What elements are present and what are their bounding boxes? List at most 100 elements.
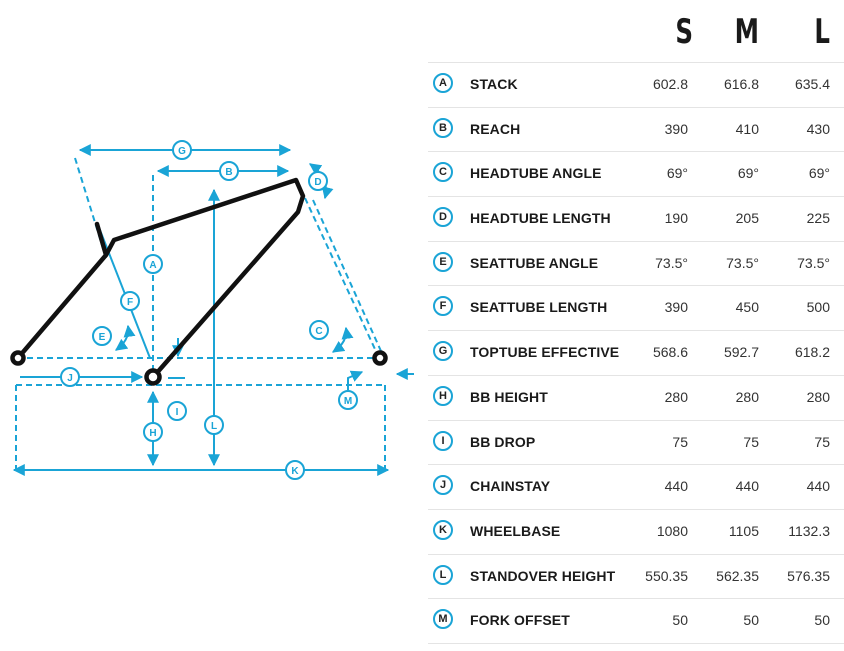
diagram-badge-i: I — [167, 401, 187, 421]
row-value-l: 50 — [814, 612, 830, 629]
row-letter-badge: I — [433, 430, 453, 451]
frame-geometry-diagram: G B D A F E C J M I H L K — [10, 140, 414, 480]
row-value-s: 75 — [672, 433, 688, 450]
svg-text:K: K — [291, 466, 299, 477]
row-value-m: 562.35 — [716, 567, 759, 584]
row-value-l: 225 — [806, 210, 830, 227]
row-value-l: 500 — [806, 299, 830, 316]
row-value-s: 568.6 — [652, 344, 688, 361]
row-value-s: 73.5° — [655, 254, 688, 271]
row-value-s: 440 — [664, 478, 688, 495]
diagram-badge-k: K — [285, 460, 305, 480]
svg-text:G: G — [178, 146, 186, 157]
row-value-l: 73.5° — [797, 254, 830, 271]
row-letter-badge: K — [433, 519, 453, 540]
diagram-badge-h: H — [143, 422, 163, 442]
row-value-l: 635.4 — [794, 76, 830, 92]
diagram-badge-c: C — [309, 320, 329, 340]
row-value-s: 69° — [666, 165, 688, 182]
table-row: F SEATTUBE LENGTH 390 450 500 — [428, 285, 844, 330]
svg-text:F: F — [127, 297, 133, 308]
row-value-m: 50 — [743, 612, 759, 629]
row-label: STANDOVER HEIGHT — [470, 567, 616, 584]
diagram-badge-b: B — [219, 161, 239, 181]
row-value-s: 602.8 — [652, 76, 688, 92]
row-value-m: 73.5° — [726, 254, 759, 271]
dashed-reference-lines — [15, 157, 386, 472]
row-label: REACH — [470, 120, 521, 137]
size-column-s: S — [675, 12, 693, 52]
row-letter-badge: J — [433, 475, 453, 496]
svg-text:B: B — [225, 167, 232, 178]
svg-text:M: M — [344, 396, 352, 407]
svg-text:E: E — [99, 332, 106, 343]
row-label: SEATTUBE ANGLE — [470, 254, 599, 271]
size-column-l: L — [814, 12, 830, 52]
row-letter-badge: C — [433, 162, 453, 183]
svg-text:H: H — [149, 428, 156, 439]
row-value-m: 205 — [735, 210, 759, 227]
row-letter-badge: D — [433, 207, 453, 228]
row-label: SEATTUBE LENGTH — [470, 299, 608, 316]
row-label: HEADTUBE ANGLE — [470, 165, 602, 182]
row-letter-badge: A — [433, 73, 453, 93]
table-row: D HEADTUBE LENGTH 190 205 225 — [428, 196, 844, 241]
row-value-s: 190 — [664, 210, 688, 227]
bike-frame — [10, 177, 388, 386]
table-row: C HEADTUBE ANGLE 69° 69° 69° — [428, 151, 844, 196]
row-label: BB HEIGHT — [470, 388, 548, 405]
svg-text:J: J — [67, 373, 73, 384]
svg-text:L: L — [211, 421, 217, 432]
row-value-l: 1132.3 — [788, 522, 830, 539]
row-label: WHEELBASE — [470, 522, 561, 539]
diagram-badge-f: F — [120, 291, 140, 311]
row-value-m: 450 — [735, 299, 759, 316]
svg-text:C: C — [315, 326, 322, 337]
row-letter-badge: M — [433, 609, 453, 630]
row-letter-badge: H — [433, 385, 453, 406]
row-label: BB DROP — [470, 433, 536, 450]
diagram-badge-j: J — [60, 367, 80, 387]
row-value-m: 440 — [735, 478, 759, 495]
row-value-l: 69° — [808, 165, 830, 182]
row-label: STACK — [470, 76, 518, 92]
row-label: CHAINSTAY — [470, 478, 551, 495]
diagram-badge-l: L — [204, 415, 224, 435]
row-value-s: 1080 — [656, 522, 688, 539]
row-value-s: 390 — [664, 120, 688, 137]
row-letter-badge: G — [433, 341, 453, 362]
row-letter-badge: F — [433, 296, 453, 317]
svg-text:A: A — [149, 260, 156, 271]
row-value-m: 410 — [735, 120, 759, 137]
row-value-m: 616.8 — [723, 76, 759, 92]
row-value-l: 280 — [806, 388, 830, 405]
row-value-l: 440 — [806, 478, 830, 495]
row-letter-badge: L — [433, 564, 453, 585]
table-row: J CHAINSTAY 440 440 440 — [428, 464, 844, 509]
size-header-row: S M L — [428, 12, 844, 62]
row-value-s: 280 — [664, 388, 688, 405]
row-label: TOPTUBE EFFECTIVE — [470, 344, 620, 361]
row-value-l: 618.2 — [794, 344, 830, 361]
size-column-m: M — [734, 12, 759, 52]
diagram-badge-e: E — [92, 326, 112, 346]
svg-text:D: D — [314, 177, 321, 188]
diagram-badge-a: A — [143, 254, 163, 274]
diagram-letter-badges: G B D A F E C J M I H L K — [60, 140, 358, 480]
diagram-badge-d: D — [308, 171, 328, 191]
row-label: HEADTUBE LENGTH — [470, 210, 611, 227]
table-row: A STACK 602.8 616.8 635.4 — [428, 62, 844, 107]
row-value-m: 69° — [737, 165, 759, 182]
row-value-s: 390 — [664, 299, 688, 316]
row-value-s: 50 — [672, 612, 688, 629]
diagram-badge-g: G — [172, 140, 192, 160]
row-value-l: 576.35 — [787, 567, 830, 584]
